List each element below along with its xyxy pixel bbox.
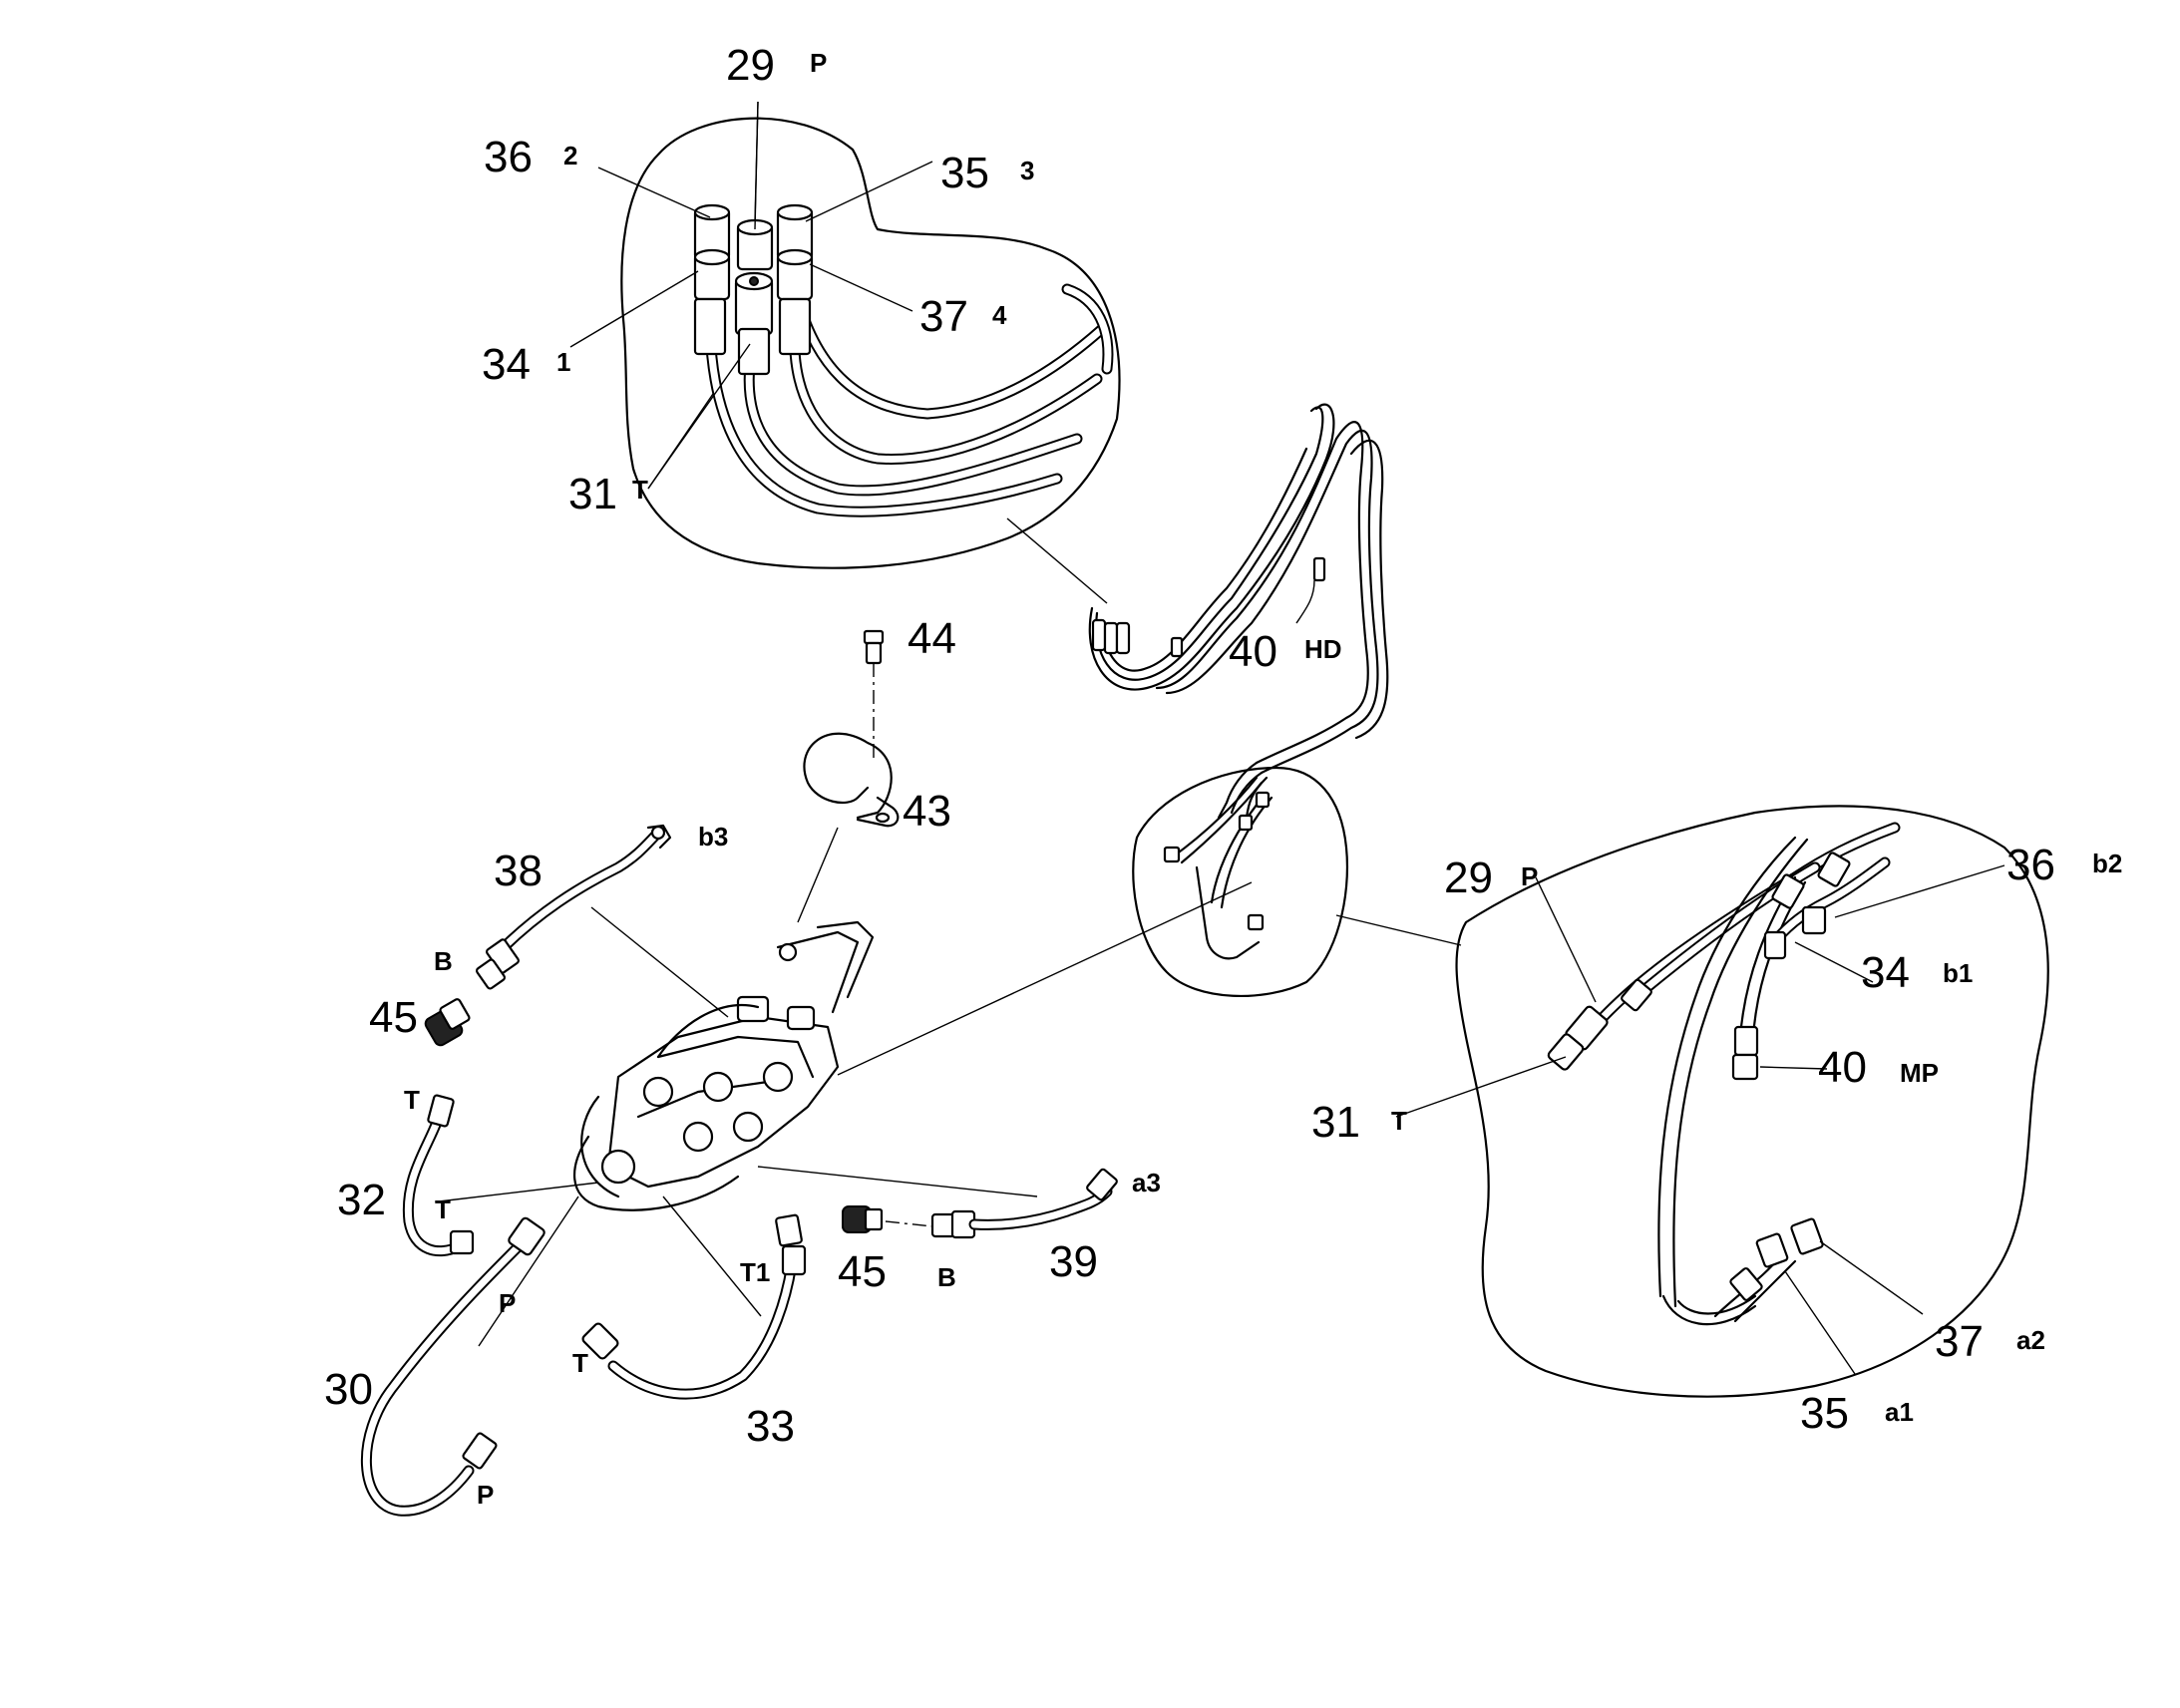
tag-a1: a1 <box>1885 1397 1914 1427</box>
hose-39 <box>930 1168 1118 1239</box>
label-30: 30 <box>324 1365 373 1414</box>
label-40-hd: 40 <box>1229 627 1277 676</box>
label-39: 39 <box>1049 1237 1098 1286</box>
detail-right <box>1395 805 2049 1398</box>
clamp-assembly <box>797 629 900 923</box>
tag-4-top: 4 <box>992 300 1007 330</box>
label-34-top: 34 <box>482 340 531 389</box>
label-38: 38 <box>494 847 543 895</box>
detail-boundary-right <box>1455 805 2049 1398</box>
detail-link-right <box>1335 914 1462 946</box>
tag-2-top: 2 <box>563 141 577 171</box>
label-36-top: 36 <box>484 133 533 181</box>
tag-t-33: T <box>572 1348 588 1378</box>
hose-38 <box>476 824 672 990</box>
detail-boundary-top <box>620 117 1121 569</box>
tag-b2: b2 <box>2092 849 2122 878</box>
tag-t1: T1 <box>740 1257 770 1287</box>
detail-top-left: 29 P 36 2 35 3 37 4 34 1 31 T <box>482 41 1121 569</box>
valve-leaders <box>438 906 1038 1347</box>
tag-b3: b3 <box>698 822 728 852</box>
label-29-p-right: 29 <box>1444 854 1493 902</box>
tag-a2: a2 <box>2016 1325 2045 1355</box>
label-36-right: 36 <box>2006 841 2055 889</box>
tag-a3: a3 <box>1132 1168 1161 1197</box>
tag-p-30a: P <box>499 1288 516 1318</box>
label-40-right: 40 <box>1818 1043 1867 1092</box>
tag-p-right: P <box>1521 861 1538 891</box>
label-43: 43 <box>903 787 951 836</box>
tag-3-top: 3 <box>1020 156 1034 185</box>
tag-hd: HD <box>1304 634 1342 664</box>
label-45-top: 45 <box>369 993 418 1042</box>
label-37-right: 37 <box>1935 1317 1984 1366</box>
fitting-45-top <box>424 998 471 1047</box>
tag-t-right: T <box>1391 1106 1407 1136</box>
tag-mp: MP <box>1900 1058 1939 1088</box>
label-33: 33 <box>746 1402 795 1451</box>
detail-center <box>837 766 1349 1076</box>
tag-t-top: T <box>632 475 648 505</box>
tag-p-top: P <box>810 48 827 78</box>
tag-t-mid: T <box>435 1195 451 1224</box>
fitting-45-bottom <box>842 1205 933 1233</box>
label-44: 44 <box>908 614 956 663</box>
label-37-top: 37 <box>919 292 968 341</box>
tag-b1: b1 <box>1943 958 1973 988</box>
label-31-right: 31 <box>1311 1098 1360 1147</box>
label-45-bottom: 45 <box>838 1247 887 1296</box>
leaders-top <box>569 101 933 490</box>
tag-1-top: 1 <box>556 347 570 377</box>
hose-bundle-top <box>704 283 1114 517</box>
label-35-right: 35 <box>1800 1389 1849 1438</box>
label-34-right: 34 <box>1861 948 1910 997</box>
valve-block <box>573 920 875 1211</box>
hose-32 <box>402 1094 475 1257</box>
tag-b-bottom: B <box>937 1262 956 1292</box>
hose-30 <box>361 1216 545 1517</box>
tag-t-32: T <box>404 1085 420 1115</box>
detail-link-top <box>1006 517 1108 604</box>
label-35-top: 35 <box>940 149 989 197</box>
tag-p-30b: P <box>477 1480 494 1510</box>
hose-33 <box>581 1213 807 1400</box>
label-31-top: 31 <box>568 470 617 518</box>
pipe-run <box>1088 403 1389 820</box>
label-29-p-top: 29 <box>726 41 775 90</box>
tag-b-top: B <box>434 946 453 976</box>
label-32: 32 <box>337 1176 386 1224</box>
fittings-top <box>693 203 814 376</box>
